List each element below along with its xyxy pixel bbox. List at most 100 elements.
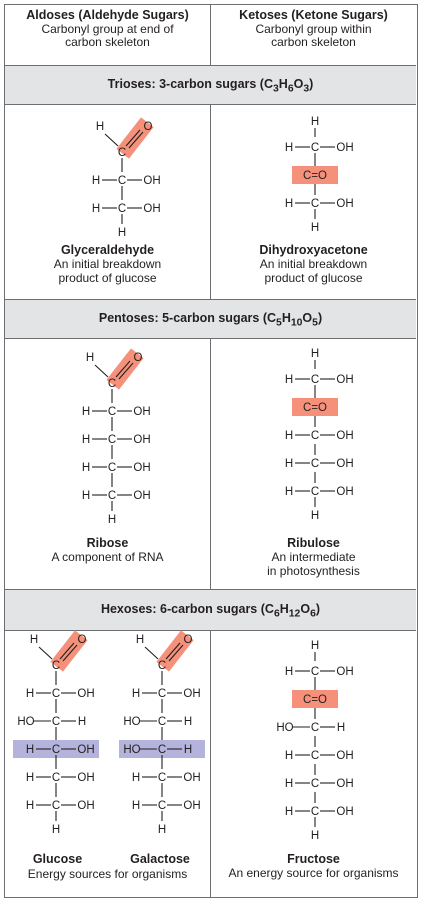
dihydroxyacetone-ketone-group: C=O	[303, 170, 327, 182]
galactose-terminal-hydrogen: H	[158, 824, 166, 836]
fructose-c1-left-hydrogen: H	[285, 666, 293, 678]
fructose-carbonyl-highlight	[292, 690, 338, 708]
galactose-c4-carbon: C	[158, 744, 166, 756]
ribose-aldehyde-carbon: C	[108, 378, 116, 390]
dihydroxyacetone-c1-carbon: C	[311, 142, 319, 154]
glucose-c5-left-hydrogen: H	[26, 772, 34, 784]
glyceraldehyde-terminal-hydrogen: H	[118, 227, 126, 239]
ketoses-header: Ketoses (Ketone Sugars) Carbonyl group w…	[211, 5, 416, 63]
fructose-c4-carbon: C	[311, 750, 319, 762]
ribose-double-bond-b	[118, 362, 134, 380]
fructose-c6-right-hydroxyl: OH	[336, 806, 353, 818]
glyceraldehyde-desc1: An initial breakdown	[53, 257, 162, 271]
glucose-carbonyl-group	[50, 630, 88, 672]
glyceraldehyde-double-bond-a	[125, 129, 141, 147]
galactose-c2-left-hydrogen: H	[132, 688, 140, 700]
galactose-aldehyde-carbon: C	[158, 660, 166, 672]
ribose-c2-left-hydrogen: H	[82, 406, 90, 418]
glyceraldehyde-carbonyl-highlight	[116, 117, 154, 159]
fructose-c5-left-hydrogen: H	[285, 778, 293, 790]
fructose-caption: Fructose An energy source for organisms	[211, 852, 416, 880]
galactose-aldehyde-oxygen: O	[184, 634, 193, 646]
ketoses-title: Ketoses (Ketone Sugars)	[239, 8, 388, 22]
ribose-c4-left-hydrogen: H	[82, 462, 90, 474]
dihydroxyacetone-c3-carbon: C	[311, 198, 319, 210]
glucose-terminal-hydrogen: H	[52, 824, 60, 836]
ribose-c5-right-hydroxyl: OH	[133, 490, 150, 502]
ribose-c2-right-hydroxyl: OH	[133, 406, 150, 418]
ribulose-c1-left-hydrogen: H	[285, 374, 293, 386]
ribose-caption: Ribose A component of RNA	[5, 536, 210, 564]
galactose-c6-right-hydroxyl: OH	[183, 800, 200, 812]
ribulose-c3-right-hydroxyl: OH	[336, 430, 353, 442]
glyceraldehyde-c2-left-hydrogen: H	[92, 175, 100, 187]
ribulose-caption: Ribulose An intermediate in photosynthes…	[211, 536, 416, 578]
galactose-c5-carbon: C	[158, 772, 166, 784]
ribose-desc1: A component of RNA	[51, 550, 164, 564]
glucose-c3-left-hydroxyl: HO	[17, 716, 34, 728]
ribose-c3-right-hydroxyl: OH	[133, 434, 150, 446]
glucose-c6-right-hydroxyl: OH	[77, 800, 94, 812]
ribose-c4-carbon: C	[108, 462, 116, 474]
fructose-name: Fructose	[287, 852, 340, 866]
glucose-c2-left-hydrogen: H	[26, 688, 34, 700]
ribose-aldehyde-oxygen: O	[134, 352, 143, 364]
glucose-double-bond-a	[59, 642, 75, 660]
glyceraldehyde-aldehyde-hydrogen: H	[96, 121, 104, 133]
glyceraldehyde-name: Glyceraldehyde	[60, 243, 155, 257]
glucose-carbonyl-highlight	[50, 630, 88, 672]
dihydroxyacetone-terminal-hydrogen: H	[311, 222, 319, 234]
dihydroxyacetone-carbonyl-highlight	[292, 166, 338, 184]
aldoses-desc-line1: Carbonyl group at end of	[41, 22, 174, 36]
aldoses-desc-line2: carbon skeleton	[65, 35, 150, 49]
trioses-band: Trioses: 3-carbon sugars (C3H6O3)	[5, 65, 416, 105]
fructose-c5-carbon: C	[311, 778, 319, 790]
ribose-carbonyl-highlight	[106, 348, 144, 390]
galactose-carbonyl-group	[156, 630, 194, 672]
fructose-c3-right-hydrogen: H	[337, 722, 345, 734]
dihydroxyacetone-c1-left-hydrogen: H	[285, 142, 293, 154]
ribulose-c4-left-hydrogen: H	[285, 458, 293, 470]
galactose-isomer-highlight	[119, 740, 205, 758]
glucose-c6-carbon: C	[52, 800, 60, 812]
glucose-c3-right-hydrogen: H	[78, 716, 86, 728]
glucose-aldehyde-oxygen: O	[78, 634, 87, 646]
dihydroxyacetone-caption: Dihydroxyacetone An initial breakdown pr…	[211, 243, 416, 285]
galactose-carbonyl-highlight	[156, 630, 194, 672]
ribose-aldehyde-hydrogen: H	[86, 352, 94, 364]
glyceraldehyde-desc2: product of glucose	[58, 271, 157, 285]
galactose-c3-right-hydrogen: H	[184, 716, 192, 728]
ribose-c3-carbon: C	[108, 434, 116, 446]
glucose-caption: Glucose	[5, 852, 110, 866]
ribulose-c3-left-hydrogen: H	[285, 430, 293, 442]
dihydroxyacetone-c3-left-hydrogen: H	[285, 198, 293, 210]
galactose-caption: Galactose	[110, 852, 210, 866]
ribose-c5-carbon: C	[108, 490, 116, 502]
aldoses-title: Aldoses (Aldehyde Sugars)	[26, 8, 189, 22]
glyceraldehyde-caption: Glyceraldehyde An initial breakdown prod…	[5, 243, 210, 285]
glucose-c6-left-hydrogen: H	[26, 800, 34, 812]
ribulose-top-hydrogen: H	[311, 348, 319, 360]
ribose-terminal-hydrogen: H	[108, 514, 116, 526]
glyceraldehyde-c3-carbon: C	[118, 203, 126, 215]
dihydroxyacetone-c1-right-hydroxyl: OH	[336, 142, 353, 154]
galactose-c3-carbon: C	[158, 716, 166, 728]
fructose-c1-right-hydroxyl: OH	[336, 666, 353, 678]
dihydroxyacetone-desc2: product of glucose	[264, 271, 363, 285]
fructose-c6-left-hydrogen: H	[285, 806, 293, 818]
glyceraldehyde-c2-carbon: C	[118, 175, 126, 187]
fructose-c1-carbon: C	[311, 666, 319, 678]
glucose-galactose-desc: Energy sources for organisms	[27, 867, 188, 881]
glyceraldehyde-aldehyde-oxygen: O	[144, 121, 153, 133]
fructose-c4-left-hydrogen: H	[285, 750, 293, 762]
ribose-c3-left-hydrogen: H	[82, 434, 90, 446]
pentoses-band: Pentoses: 5-carbon sugars (C5H10O5)	[5, 299, 416, 339]
galactose-c2-right-hydroxyl: OH	[183, 688, 200, 700]
glyceraldehyde-carbonyl-group	[116, 117, 154, 159]
galactose-c6-carbon: C	[158, 800, 166, 812]
galactose-c4-right-hydrogen: H	[184, 744, 192, 756]
galactose-double-bond-b	[168, 644, 184, 662]
glyceraldehyde-aldehyde-carbon: C	[118, 147, 126, 159]
ribulose-c5-left-hydrogen: H	[285, 486, 293, 498]
